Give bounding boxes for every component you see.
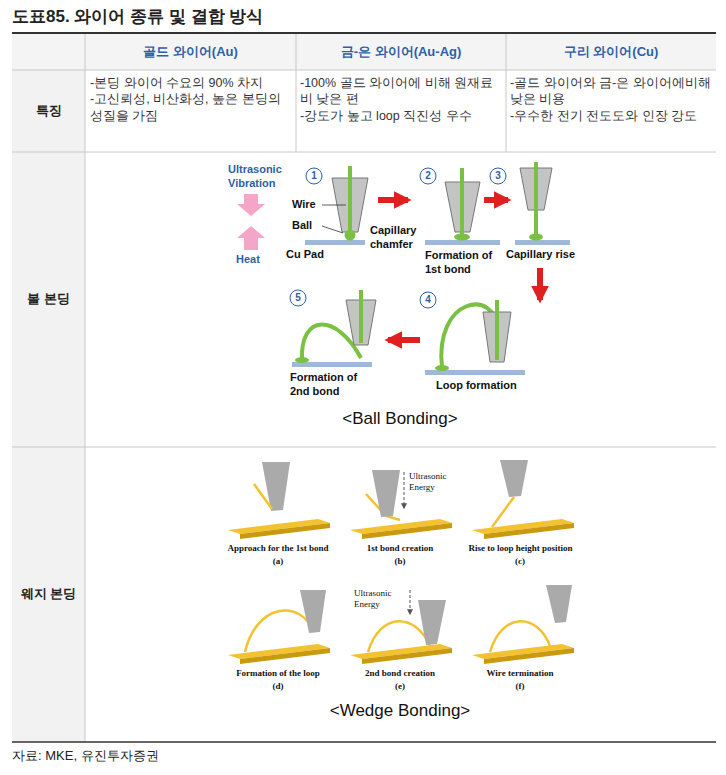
table-cell-text: -강도가 높고 loop 직진성 우수 — [300, 108, 502, 124]
step-letter: (e) — [340, 681, 460, 692]
step-label: 2nd bond creation — [340, 668, 460, 679]
step-label: 1st bond creation — [340, 543, 460, 554]
row-header: 특징 — [12, 103, 85, 119]
source-caption: 자료: MKE, 유진투자증권 — [12, 748, 159, 764]
table-cell: -100% 골드 와이어에 비해 원재료비 낮은 편-강도가 높고 loop 직… — [300, 75, 502, 124]
step-letter: (a) — [218, 556, 338, 567]
part-label: Ball — [292, 219, 322, 233]
process-label: Ultrasonic Energy — [409, 471, 461, 494]
callout-number: 1 — [306, 168, 322, 184]
figure-title: 도표85. 와이어 종류 및 결합 방식 — [12, 6, 263, 27]
part-label: Capillary chamfer — [370, 224, 426, 252]
part-label: Cu Pad — [286, 248, 336, 262]
callout-number: 4 — [420, 292, 436, 308]
step-label: Approach for the 1st bond — [212, 543, 344, 554]
step-label: Formation of the loop — [218, 668, 338, 679]
step-letter: (c) — [460, 556, 580, 567]
step-letter: (d) — [218, 681, 338, 692]
table-cell-text: -100% 골드 와이어에 비해 원재료비 낮은 편 — [300, 75, 502, 108]
process-label: Ultrasonic Vibration — [228, 163, 300, 191]
step-label: Formation of 2nd bond — [290, 371, 370, 399]
step-label: Wire termination — [460, 668, 580, 679]
column-header: 구리 와이어(Cu) — [506, 44, 716, 60]
process-label: Heat — [236, 253, 276, 267]
table-cell-text: -골드 와이어와 금-은 와이어에비해 낮은 비용 — [510, 75, 712, 108]
column-header: 금-은 와이어(Au-Ag) — [296, 44, 506, 60]
figure-caption: <Wedge Bonding> — [290, 700, 510, 721]
callout-number: 2 — [420, 168, 436, 184]
step-label: Capillary rise — [506, 248, 596, 262]
process-label: Ultrasonic Energy — [354, 588, 406, 611]
table-cell-text: -우수한 전기 전도도와 인장 강도 — [510, 108, 712, 124]
step-label: Formation of 1st bond — [425, 249, 505, 277]
part-label: Wire — [292, 198, 322, 212]
table-cell-text: -고신뢰성, 비산화성, 높은 본딩의 성질을 가짐 — [90, 91, 292, 124]
row-header: 웨지 본딩 — [12, 586, 85, 602]
step-letter: (b) — [340, 556, 460, 567]
step-label: Rise to loop height position — [448, 543, 593, 554]
table-cell: -골드 와이어와 금-은 와이어에비해 낮은 비용-우수한 전기 전도도와 인장… — [510, 75, 712, 124]
table-grid — [12, 33, 716, 742]
table-cell-text: -본딩 와이어 수요의 90% 차지 — [90, 75, 292, 91]
table-cell: -본딩 와이어 수요의 90% 차지-고신뢰성, 비산화성, 높은 본딩의 성질… — [90, 75, 292, 124]
column-header: 골드 와이어(Au) — [85, 44, 296, 60]
callout-number: 3 — [490, 168, 506, 184]
ball-bonding-figure — [237, 162, 570, 375]
figure-caption: <Ball Bonding> — [300, 408, 500, 429]
step-letter: (f) — [460, 681, 580, 692]
step-label: Loop formation — [436, 379, 536, 393]
callout-number: 5 — [290, 290, 306, 306]
row-header: 볼 본딩 — [12, 291, 85, 307]
